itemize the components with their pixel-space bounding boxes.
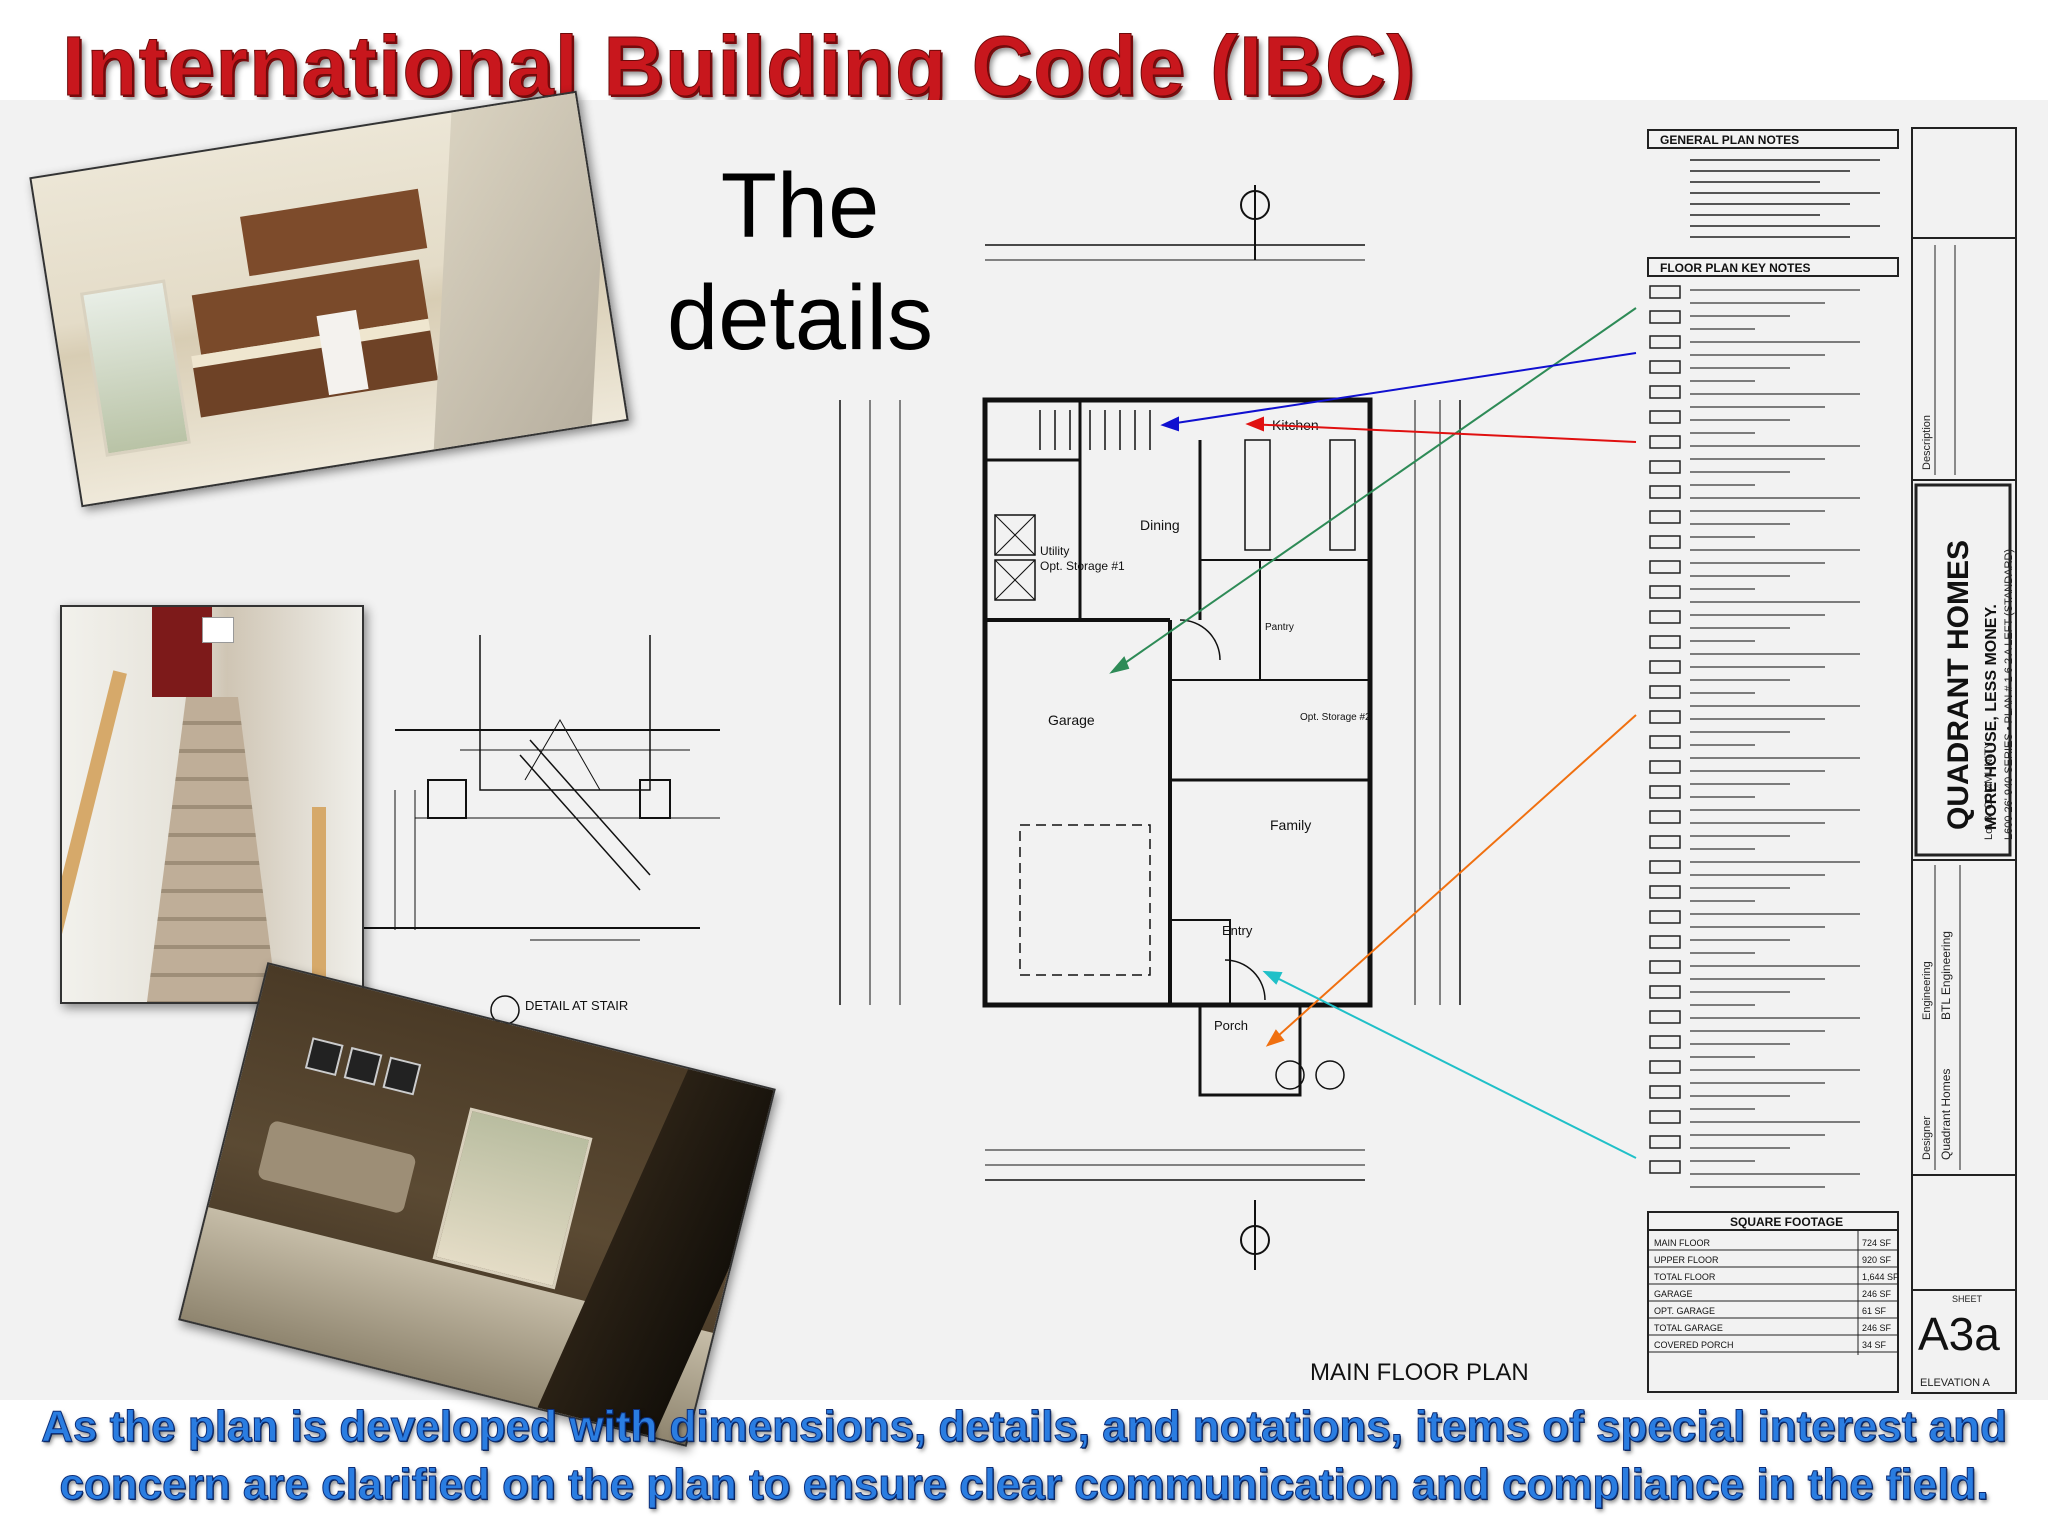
room-kitchen: Kitchen	[1272, 417, 1319, 433]
room-utility: Utility	[1040, 544, 1069, 558]
description-label: Description	[1921, 415, 1933, 470]
room-entry: Entry	[1222, 923, 1253, 938]
sqft-label: COVERED PORCH	[1654, 1340, 1734, 1350]
sqft-label: UPPER FLOOR	[1654, 1255, 1719, 1265]
engineering-label: Engineering	[1921, 961, 1933, 1020]
sqft-label: MAIN FLOOR	[1654, 1238, 1711, 1248]
square-footage-table: MAIN FLOOR 724 SF UPPER FLOOR 920 SF TOTAL F…	[1648, 1238, 1899, 1353]
room-family: Family	[1270, 817, 1311, 833]
lot-label: Lot 8, COMMUNITY	[1983, 741, 1995, 840]
sqft-label: OPT. GARAGE	[1654, 1306, 1715, 1316]
sheet-number: A3a	[1918, 1308, 2000, 1360]
company-tagline: MORE HOUSE, LESS MONEY.	[1983, 604, 2000, 830]
floor-plan-drawing: QUADRANT HOMES MORE HOUSE, LESS MONEY. L…	[360, 127, 2017, 1394]
room-dining: Dining	[1140, 517, 1180, 533]
room-storage-2: Opt. Storage #2	[1300, 712, 1371, 723]
sqft-label: TOTAL GARAGE	[1654, 1323, 1723, 1333]
details-heading: The details	[640, 150, 960, 374]
square-footage-title: SQUARE FOOTAGE	[1730, 1215, 1843, 1229]
elevation-label: ELEVATION A	[1920, 1377, 1991, 1389]
slide-caption: As the plan is developed with dimensions…	[41, 1402, 2008, 1510]
company-name: QUADRANT HOMES	[1942, 540, 1975, 830]
sheet-label: SHEET	[1952, 1294, 1983, 1304]
details-heading-line1: The	[720, 155, 880, 257]
sqft-value: 246 SF	[1862, 1323, 1892, 1333]
details-heading-line2: details	[667, 267, 933, 369]
sqft-value: 246 SF	[1862, 1289, 1892, 1299]
room-pantry: Pantry	[1265, 622, 1294, 633]
key-notes-title: FLOOR PLAN KEY NOTES	[1660, 261, 1810, 275]
sqft-value: 61 SF	[1862, 1306, 1887, 1316]
sqft-label: GARAGE	[1654, 1289, 1693, 1299]
room-porch: Porch	[1214, 1018, 1248, 1033]
slide-title: International Building Code (IBC)	[62, 19, 1416, 114]
stair-detail-title: DETAIL AT STAIR	[525, 998, 628, 1013]
plan-title: MAIN FLOOR PLAN	[1310, 1359, 1529, 1386]
sqft-value: 34 SF	[1862, 1340, 1887, 1350]
staircase-photo	[60, 605, 364, 1004]
room-storage: Opt. Storage #1	[1040, 559, 1125, 573]
engineering-name: BTL Engineering	[1939, 931, 1953, 1020]
sqft-value: 1,644 SF	[1862, 1272, 1899, 1282]
general-notes-title: GENERAL PLAN NOTES	[1660, 133, 1799, 147]
sqft-value: 724 SF	[1862, 1238, 1892, 1248]
sqft-value: 920 SF	[1862, 1255, 1892, 1265]
room-garage: Garage	[1048, 712, 1095, 728]
plan-label: L600 26' 940 SERIES • PLAN # 1 6 2 A LEF…	[2003, 549, 2015, 840]
sqft-label: TOTAL FLOOR	[1654, 1272, 1716, 1282]
designer-label: Designer	[1921, 1116, 1933, 1160]
designer-name: Quadrant Homes	[1939, 1069, 1953, 1160]
